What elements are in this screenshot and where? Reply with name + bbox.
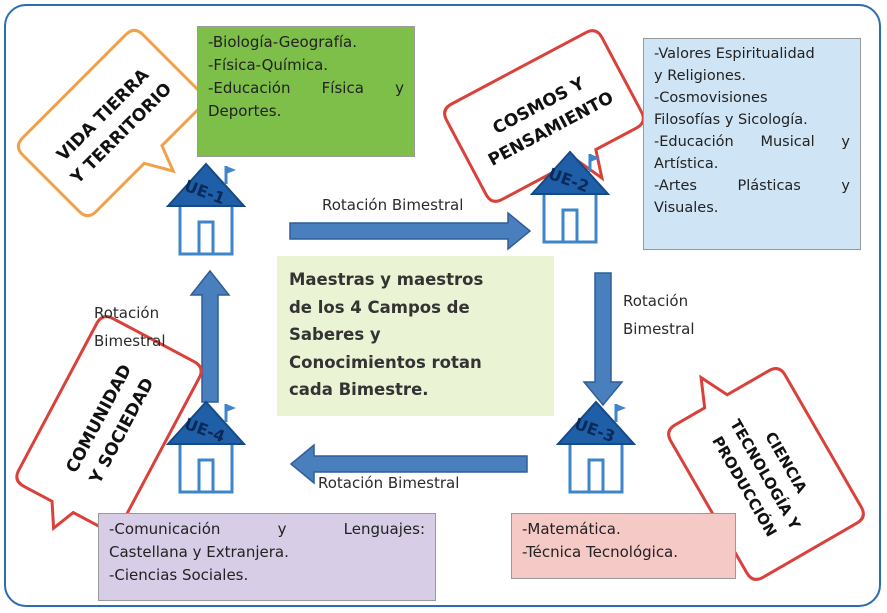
subjects-box-ue2: -Valores Espiritualidad y Religiones. -C… — [643, 38, 861, 250]
center-line: Saberes y — [289, 325, 381, 344]
subject-item: Filosofías y Sicología. — [654, 112, 808, 128]
arrow-left — [189, 269, 231, 403]
rotation-label-right-line2: Bimestral — [623, 320, 695, 338]
subject-item: -Valores Espiritualidad — [654, 46, 815, 62]
arrow-top — [289, 211, 532, 251]
subjects-box-ue4: -Comunicación y Lenguajes: Castellana y … — [98, 513, 436, 601]
center-line: Maestras y maestros — [289, 270, 484, 289]
center-description: Maestras y maestros de los 4 Campos de S… — [277, 256, 554, 416]
rotation-label-right-line1: Rotación — [623, 292, 689, 310]
subject-item: -Comunicación y Lenguajes: — [109, 520, 425, 538]
subject-item: y Religiones. — [654, 68, 746, 84]
rotation-label-right: Rotación Bimestral — [623, 287, 695, 343]
rotation-label-left-line2: Bimestral — [94, 332, 166, 350]
subject-item: Artística. — [654, 156, 719, 172]
subjects-box-ue1: -Biología-Geografía. -Física-Química. -E… — [197, 26, 415, 157]
subject-item: -Cosmovisiones — [654, 90, 768, 106]
subject-item: -Educación Física y — [208, 79, 404, 97]
subject-item: -Matemática. — [522, 520, 621, 538]
diagram-graphics: VIDA TIERRA Y TERRITORIO COSMOS Y PENSAM… — [15, 28, 865, 581]
subject-item: -Ciencias Sociales. — [109, 566, 249, 584]
house-ue2: UE-2 — [529, 150, 611, 244]
subject-item: -Educación Musical y — [654, 134, 850, 150]
subject-item: -Técnica Tecnológica. — [522, 543, 679, 561]
rotation-label-left-line1: Rotación — [94, 304, 160, 322]
diagram-frame: VIDA TIERRA Y TERRITORIO COSMOS Y PENSAM… — [4, 4, 881, 607]
bubble-ue4: COMUNIDAD Y SOCIEDAD — [15, 315, 203, 533]
center-line: cada Bimestre. — [289, 380, 429, 399]
center-line: de los 4 Campos de — [289, 297, 470, 317]
arrow-right — [582, 272, 624, 407]
arrow-bottom — [289, 443, 528, 485]
subject-item: Visuales. — [654, 200, 719, 216]
subject-item: Castellana y Extranjera. — [109, 543, 289, 561]
subject-item: Deportes. — [208, 102, 282, 120]
rotation-label-left: Rotación Bimestral — [94, 299, 166, 355]
subject-item: -Biología-Geografía. — [208, 33, 358, 51]
subject-item: -Física-Química. — [208, 56, 329, 74]
subjects-box-ue3: -Matemática. -Técnica Tecnológica. — [511, 513, 736, 579]
house-ue1: UE-1 — [165, 162, 247, 256]
rotation-label-top: Rotación Bimestral — [322, 196, 464, 214]
subject-item: -Artes Plásticas y — [654, 178, 850, 194]
house-ue3: UE-3 — [555, 400, 637, 494]
house-ue4: UE-4 — [165, 400, 247, 494]
rotation-label-bottom: Rotación Bimestral — [318, 474, 460, 492]
center-line: Conocimientos rotan — [289, 352, 482, 372]
